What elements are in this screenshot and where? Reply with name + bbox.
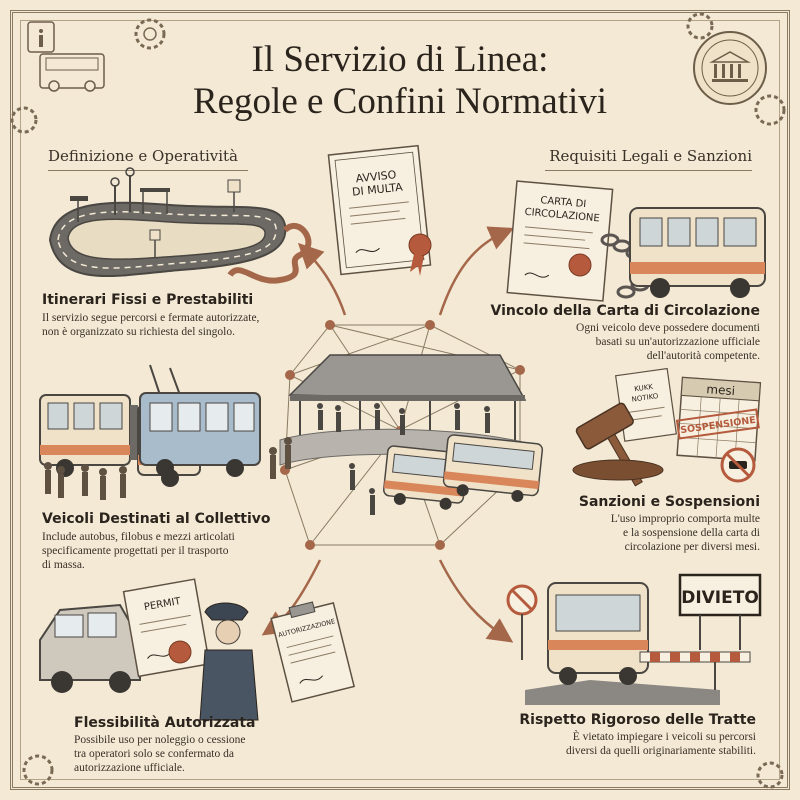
block-route-compliance-body: È vietato impiegare i veicoli su percors…	[486, 730, 756, 758]
body-line: autorizzazione ufficiale.	[74, 762, 185, 774]
registration-card-line-1: CARTA DI	[540, 195, 587, 210]
block-collective-vehicles-heading: Veicoli Destinati al Collettivo	[42, 511, 271, 527]
trolleybus	[139, 364, 261, 477]
block-fixed-routes-heading: Itinerari Fissi e Prestabiliti	[42, 292, 254, 308]
permit-document: PERMIT	[122, 578, 211, 678]
body-line: basati su un'autorizzazione ufficiale	[595, 336, 760, 348]
body-line: dell'autorità competente.	[646, 350, 760, 362]
fine-notice-line-2: DI MULTA	[351, 180, 403, 198]
small-notice-line-1: KUKK	[634, 383, 654, 394]
fixed-route-track	[48, 167, 312, 284]
bus-icon	[39, 53, 105, 92]
route-bus	[525, 582, 720, 705]
body-line: È vietato impiegare i veicoli su percors…	[572, 731, 756, 743]
block-registration-body: Ogni veicolo deve possedere documenti ba…	[500, 321, 760, 363]
road-barrier	[639, 651, 751, 690]
prohibition-sign-label: DIVIETO	[681, 588, 759, 608]
outer-frame	[10, 10, 790, 790]
body-line: di massa.	[42, 559, 85, 571]
crowd	[44, 437, 292, 500]
authorization-document: AUTORIZZAZIONE	[270, 601, 356, 703]
gear-icon	[10, 12, 786, 789]
small-notice-line-2: NOTIKO	[631, 392, 659, 404]
block-sanctions-heading: Sanzioni e Sospensioni	[578, 494, 760, 510]
prohibition-sign: DIVIETO	[678, 573, 762, 650]
no-car-sign-icon	[720, 447, 756, 483]
block-collective-vehicles-body: Include autobus, filobus e mezzi articol…	[42, 530, 292, 572]
section-left-rule	[48, 170, 248, 171]
suspension-calendar: mesi SOSPENSIONE	[675, 376, 762, 462]
block-route-compliance-heading: Rispetto Rigoroso delle Tratte	[519, 712, 756, 728]
body-line: e la sospensione della carta di	[623, 527, 760, 539]
block-authorized-flexibility-heading: Flessibilità Autorizzata	[74, 715, 256, 731]
title-line-1: Il Servizio di Linea:	[251, 39, 549, 80]
inner-frame	[20, 20, 780, 780]
body-line: Include autobus, filobus e mezzi articol…	[42, 531, 235, 543]
calendar-month: mesi	[706, 382, 736, 398]
body-line: diversi da quelli originariamente stabil…	[565, 745, 756, 757]
block-fixed-routes-body: Il servizio segue percorsi e fermate aut…	[42, 311, 302, 339]
block-sanctions-body: L'uso improprio comporta multe e la sosp…	[520, 512, 760, 554]
body-line: circolazione per diversi mesi.	[624, 541, 760, 553]
rental-car	[39, 603, 141, 693]
body-line: non è organizzato su richiesta del singo…	[42, 326, 236, 338]
section-left-label: Definizione e Operatività	[48, 147, 239, 165]
body-line: tra operatori solo se confermato da	[74, 748, 234, 760]
body-line: specificamente progettati per il traspor…	[42, 545, 229, 557]
body-line: Possibile uso per noleggio o cessione	[74, 734, 246, 746]
courthouse-seal-icon	[693, 31, 767, 105]
gavel-icon	[572, 402, 664, 487]
registration-bus	[629, 207, 766, 298]
fine-notice-document: AVVISO DI MULTA	[327, 144, 432, 276]
body-line: Il servizio segue percorsi e fermate aut…	[42, 312, 260, 324]
section-right-rule	[545, 170, 752, 171]
fine-notice-line-1: AVVISO	[355, 168, 397, 185]
info-icon	[27, 21, 55, 53]
block-authorized-flexibility-body: Possibile uso per noleggio o cessione tr…	[74, 733, 314, 775]
officer-figure	[199, 602, 259, 721]
body-line: L'uso improprio comporta multe	[610, 513, 760, 525]
registration-card-document: CARTA DI CIRCOLAZIONE	[506, 180, 614, 302]
central-bus-station	[279, 354, 544, 515]
section-right-label: Requisiti Legali e Sanzioni	[549, 147, 752, 165]
no-entry-sign-icon	[506, 584, 538, 660]
body-line: Ogni veicolo deve possedere documenti	[576, 322, 760, 334]
block-registration-heading: Vincolo della Carta di Circolazione	[490, 303, 761, 319]
title-line-2: Regole e Confini Normativi	[192, 81, 608, 122]
